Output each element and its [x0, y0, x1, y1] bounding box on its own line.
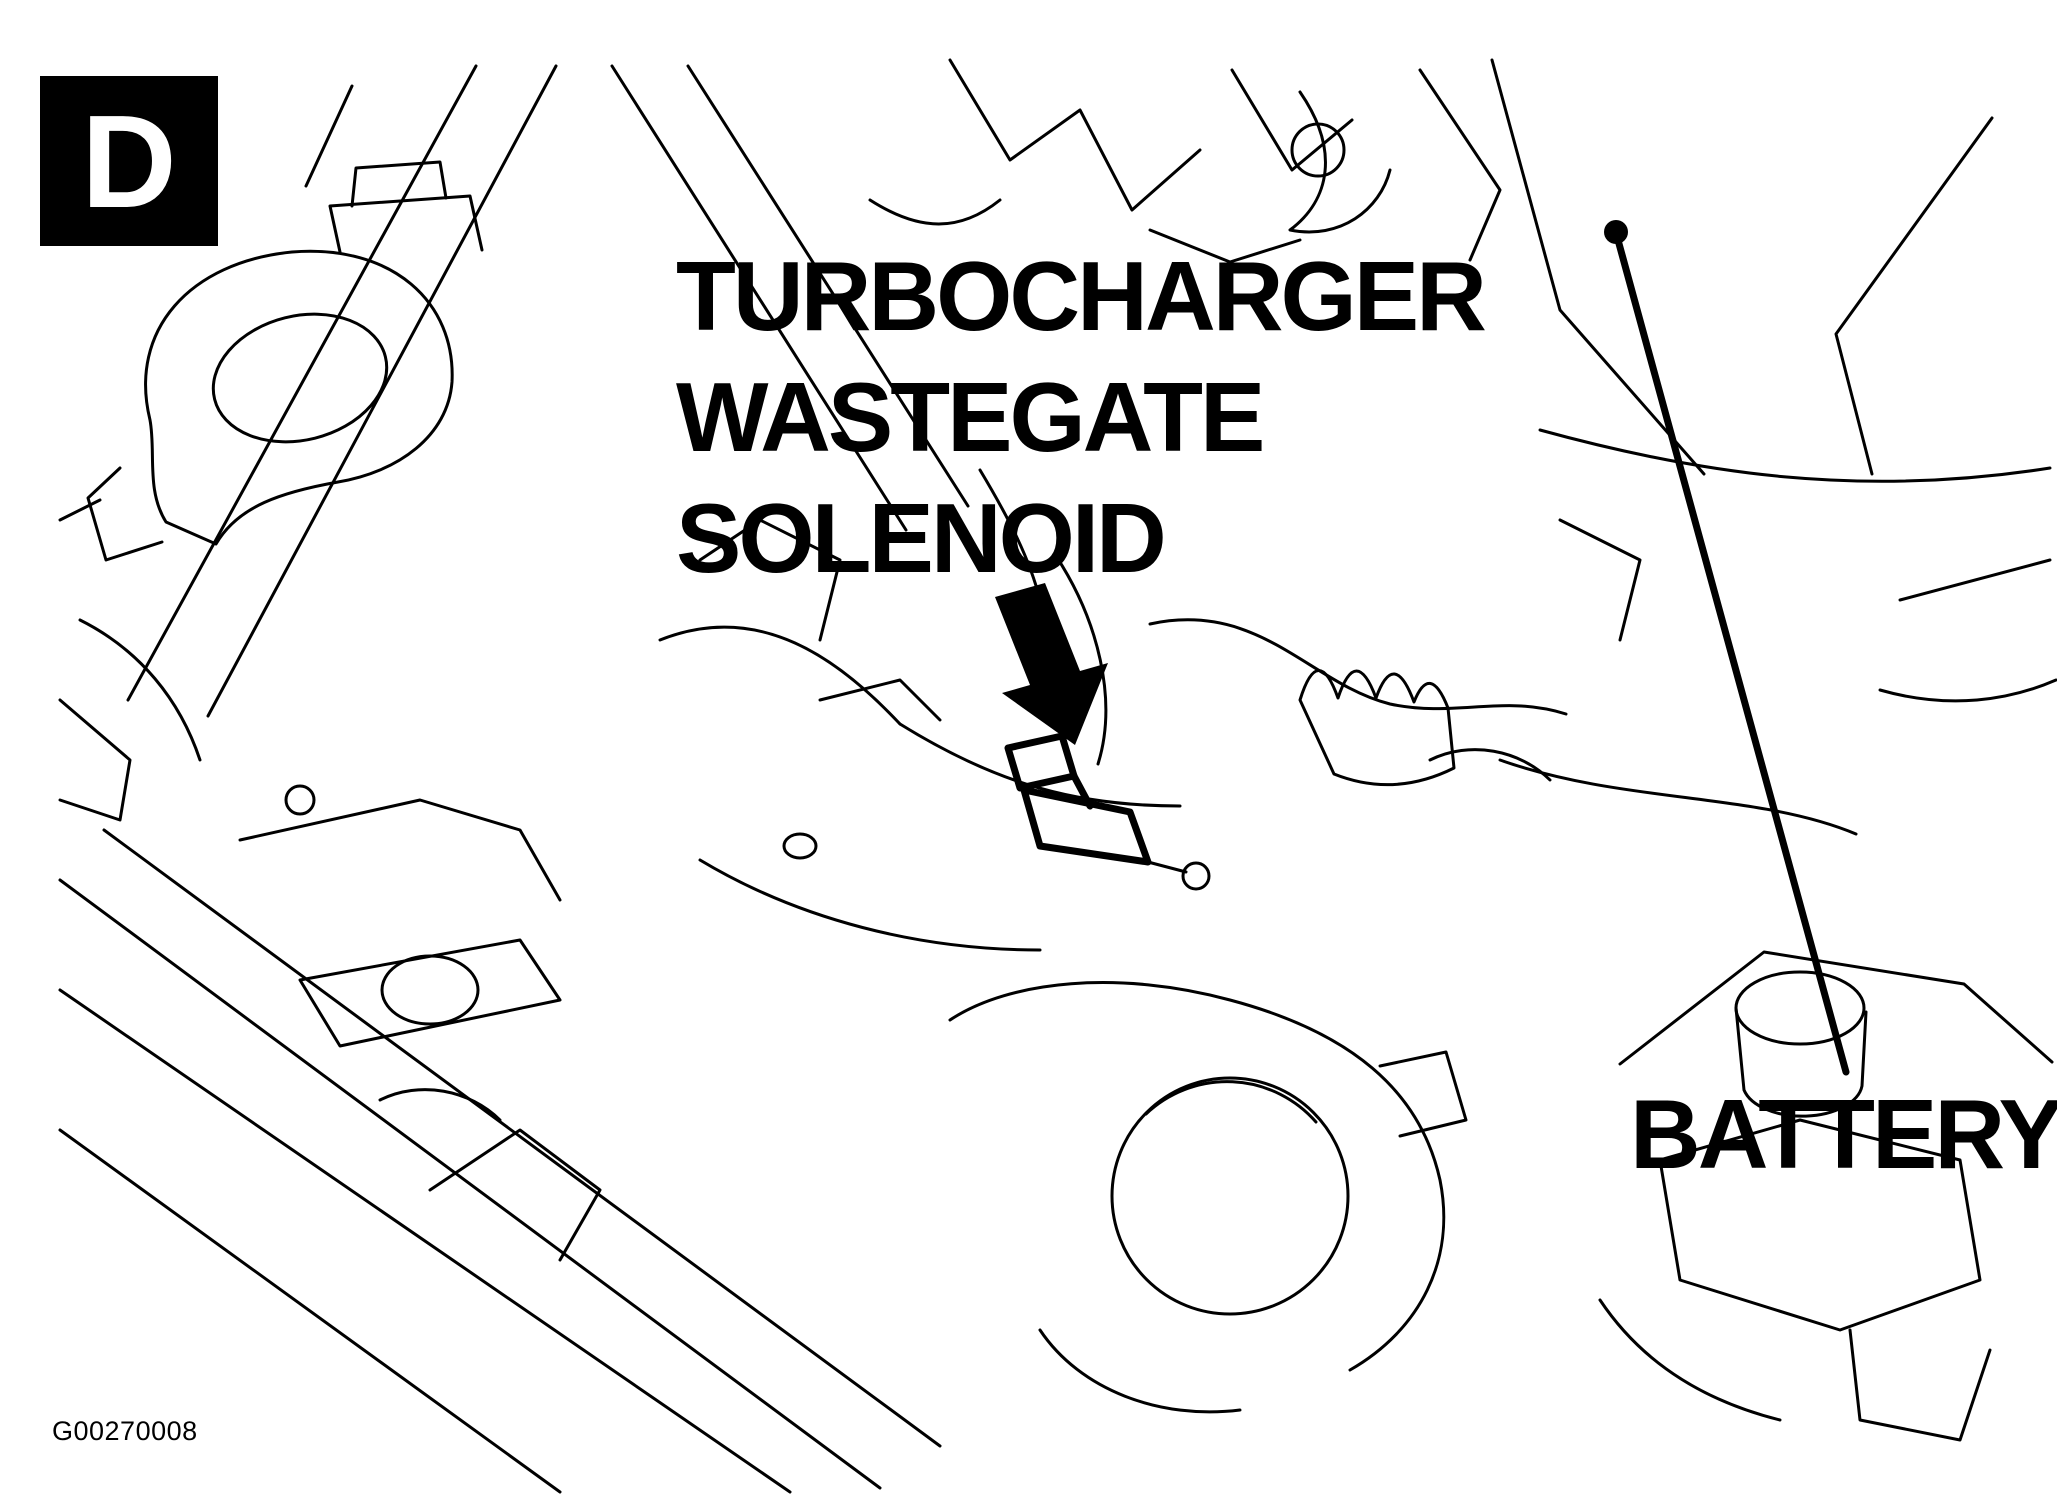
right-panels	[1490, 58, 2057, 836]
figure-id: G00270008	[52, 1416, 198, 1446]
solenoid-pointer-arrow-icon	[995, 583, 1108, 745]
battery-leader-line	[1614, 236, 1850, 1076]
panel-letter: D	[81, 87, 177, 235]
solenoid-label-line-3: SOLENOID	[676, 483, 1167, 593]
lower-frame-rail	[58, 828, 942, 1494]
battery-label: BATTERY	[1630, 1079, 2057, 1189]
top-engine-details	[868, 58, 1502, 264]
battery-area	[1598, 950, 2054, 1442]
solenoid-label-line-2: WASTEGATE	[676, 362, 1265, 472]
hose-clamp-assembly	[58, 160, 484, 562]
solenoid-label: TURBOCHARGER WASTEGATE SOLENOID	[676, 236, 1487, 599]
left-bracket-details	[58, 618, 562, 1122]
upper-frame-rails	[126, 64, 970, 718]
solenoid-label-line-1: TURBOCHARGER	[676, 241, 1487, 351]
wastegate-solenoid	[1004, 732, 1211, 891]
reservoir	[948, 981, 1468, 1414]
panel-letter-box: D	[40, 76, 218, 246]
battery-leader-dot	[1604, 220, 1628, 244]
